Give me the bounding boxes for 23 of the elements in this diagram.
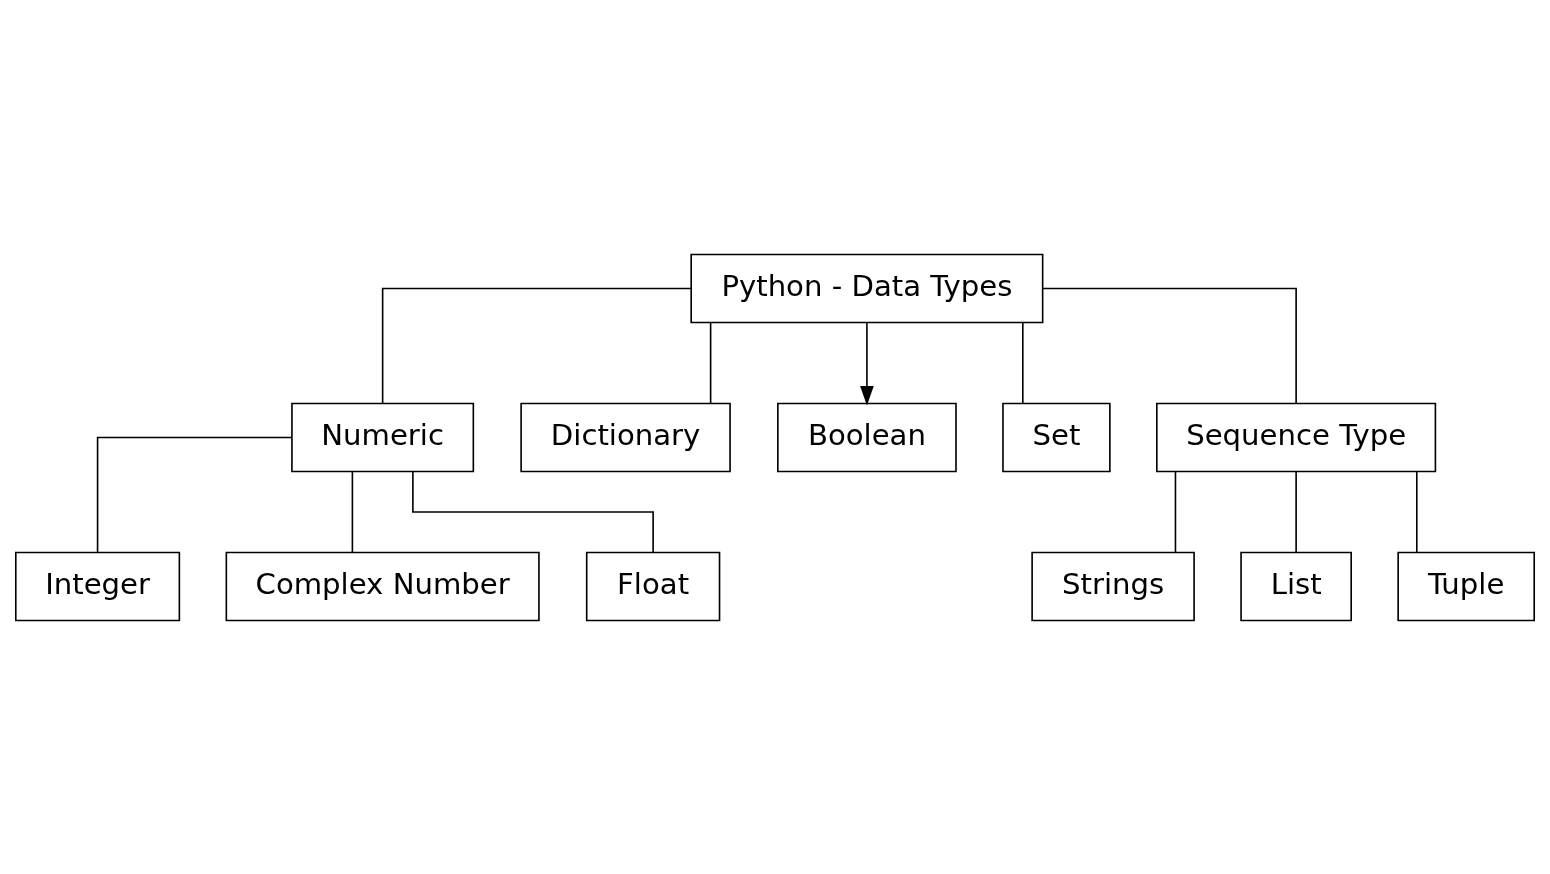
connector	[1416, 470, 1418, 553]
connector	[1174, 470, 1177, 553]
connector	[412, 470, 654, 553]
connector	[96, 436, 293, 553]
node-box: Set	[1002, 402, 1111, 472]
node-box: Sequence Type	[1156, 402, 1437, 472]
node-box: Tuple	[1397, 551, 1535, 621]
node-box: Strings	[1031, 551, 1195, 621]
arrow	[860, 321, 874, 406]
node-box: List	[1240, 551, 1352, 621]
connector	[1041, 287, 1297, 404]
node-box: Python - Data Types	[690, 253, 1044, 323]
node-box: Integer	[14, 551, 181, 621]
connector	[709, 321, 712, 404]
node-box: Boolean	[777, 402, 957, 472]
node-box: Numeric	[291, 402, 475, 472]
node-box: Float	[585, 551, 721, 621]
node-box: Dictionary	[520, 402, 731, 472]
connector	[381, 287, 692, 404]
connector	[351, 470, 354, 553]
node-box: Complex Number	[225, 551, 540, 621]
connector	[1295, 470, 1297, 553]
connector	[1022, 321, 1024, 404]
